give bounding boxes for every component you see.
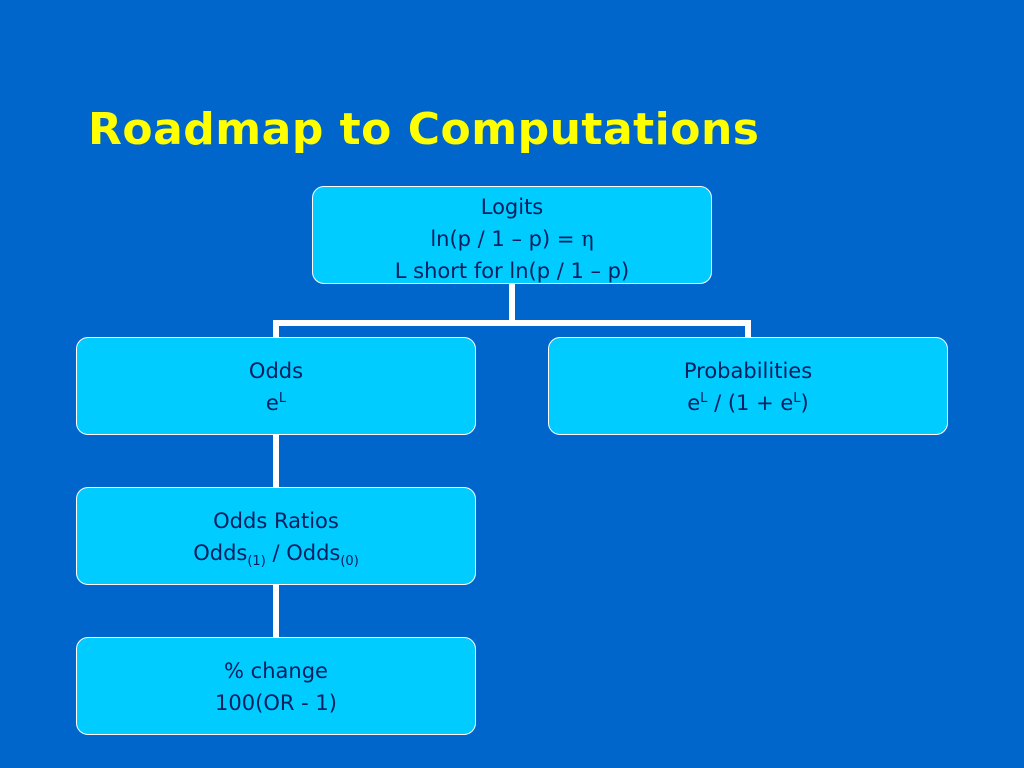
- odds-ratios-node: Odds Ratios Odds(1) / Odds(0): [76, 487, 476, 585]
- odds-exponent: L: [278, 391, 287, 406]
- odds-formula: eL: [77, 387, 475, 419]
- odds-ratios-title: Odds Ratios: [213, 509, 339, 533]
- percent-change-formula: 100(OR - 1): [215, 691, 337, 715]
- logits-node: Logits ln(p / 1 – p) = η L short for ln(…: [312, 186, 712, 284]
- odds-base: e: [265, 391, 279, 415]
- logits-formula-text: ln(p / 1 – p) =: [430, 227, 582, 251]
- probabilities-title: Probabilities: [683, 359, 813, 383]
- connector-logits-stem: [509, 284, 515, 323]
- logits-title: Logits: [480, 195, 544, 219]
- percent-change-title: % change: [224, 659, 328, 683]
- prob-base-2: e: [780, 391, 794, 415]
- prob-middle: / (1 +: [707, 391, 781, 415]
- prob-exponent-2: L: [793, 391, 801, 406]
- prob-end: ): [800, 391, 809, 415]
- probabilities-formula: eL / (1 + eL): [549, 387, 947, 419]
- or-denominator-subscript: (0): [340, 554, 359, 570]
- odds-ratios-formula: Odds(1) / Odds(0): [77, 537, 475, 569]
- prob-exponent-1: L: [700, 391, 708, 406]
- odds-node: Odds eL: [76, 337, 476, 435]
- eta-symbol: η: [581, 227, 594, 251]
- connector-horizontal-bar: [273, 320, 751, 326]
- or-numerator-subscript: (1): [247, 554, 266, 570]
- connector-odds-ratios-to-percent-change: [273, 585, 279, 638]
- slide-title: Roadmap to Computations: [88, 104, 760, 155]
- logits-note: L short for ln(p / 1 – p): [394, 259, 630, 283]
- connector-to-odds: [273, 320, 279, 338]
- connector-odds-to-odds-ratios: [273, 435, 279, 488]
- prob-base-1: e: [687, 391, 701, 415]
- connector-to-probabilities: [745, 320, 751, 338]
- percent-change-node: % change 100(OR - 1): [76, 637, 476, 735]
- or-numerator-word: Odds: [193, 541, 248, 565]
- or-divider: /: [265, 541, 287, 565]
- probabilities-node: Probabilities eL / (1 + eL): [548, 337, 948, 435]
- or-denominator-word: Odds: [286, 541, 341, 565]
- logits-formula: ln(p / 1 – p) = η: [313, 223, 711, 255]
- odds-title: Odds: [248, 359, 304, 383]
